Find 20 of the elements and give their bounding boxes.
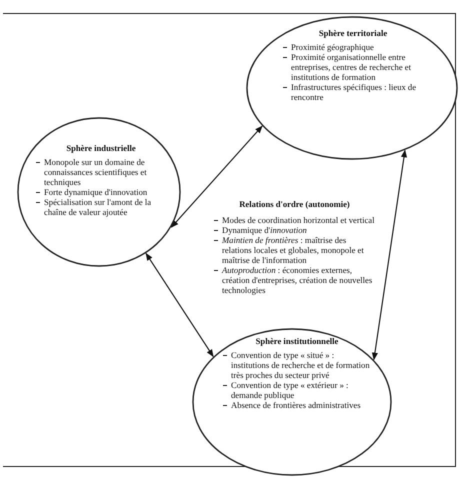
bullet-item: Proximité organisationnelle entre entreprises, centres de recherche et institutions de formation bbox=[282, 52, 424, 82]
double-arrow bbox=[372, 150, 408, 360]
bullet-item: Dynamique d'innovation bbox=[213, 225, 376, 235]
bullet-item: Maintien de frontières : maîtrise des relations locales et globales, monopole et maîtrise de l'information bbox=[213, 235, 376, 265]
bullet-item: Absence de frontières administratives bbox=[222, 400, 372, 410]
sphere-heading: Sphère territoriale bbox=[318, 28, 388, 38]
double-arrow bbox=[146, 252, 214, 358]
sphere-heading: Sphère institutionnelle bbox=[254, 336, 340, 346]
section-heading: Relations d'ordre (autonomie) bbox=[238, 199, 351, 209]
bullet-item: Spécialisation sur l'amont de la chaîne de valeur ajoutée bbox=[35, 197, 167, 217]
bullet-item: Modes de coordination horizontal et vertical bbox=[213, 215, 376, 225]
bullet-item: Forte dynamique d'innovation bbox=[35, 187, 167, 197]
bullet-item: Convention de type « extérieur » : demande publique bbox=[222, 380, 372, 400]
bullet-item: Convention de type « situé » : institutions de recherche et de formation très proches du secteur privé bbox=[222, 350, 372, 380]
double-arrow bbox=[170, 126, 263, 228]
sphere-heading: Sphère industrielle bbox=[65, 143, 137, 153]
bullet-item: Infrastructures spécifiques : lieux de rencontre bbox=[282, 82, 424, 102]
bullet-item: Autoproduction : économies externes, création d'entreprises, création de nouvelles technologies bbox=[213, 265, 376, 295]
bullet-item: Monopole sur un domaine de connaissances scientifiques et techniques bbox=[35, 157, 167, 187]
bullet-item: Proximité géographique bbox=[282, 42, 424, 52]
